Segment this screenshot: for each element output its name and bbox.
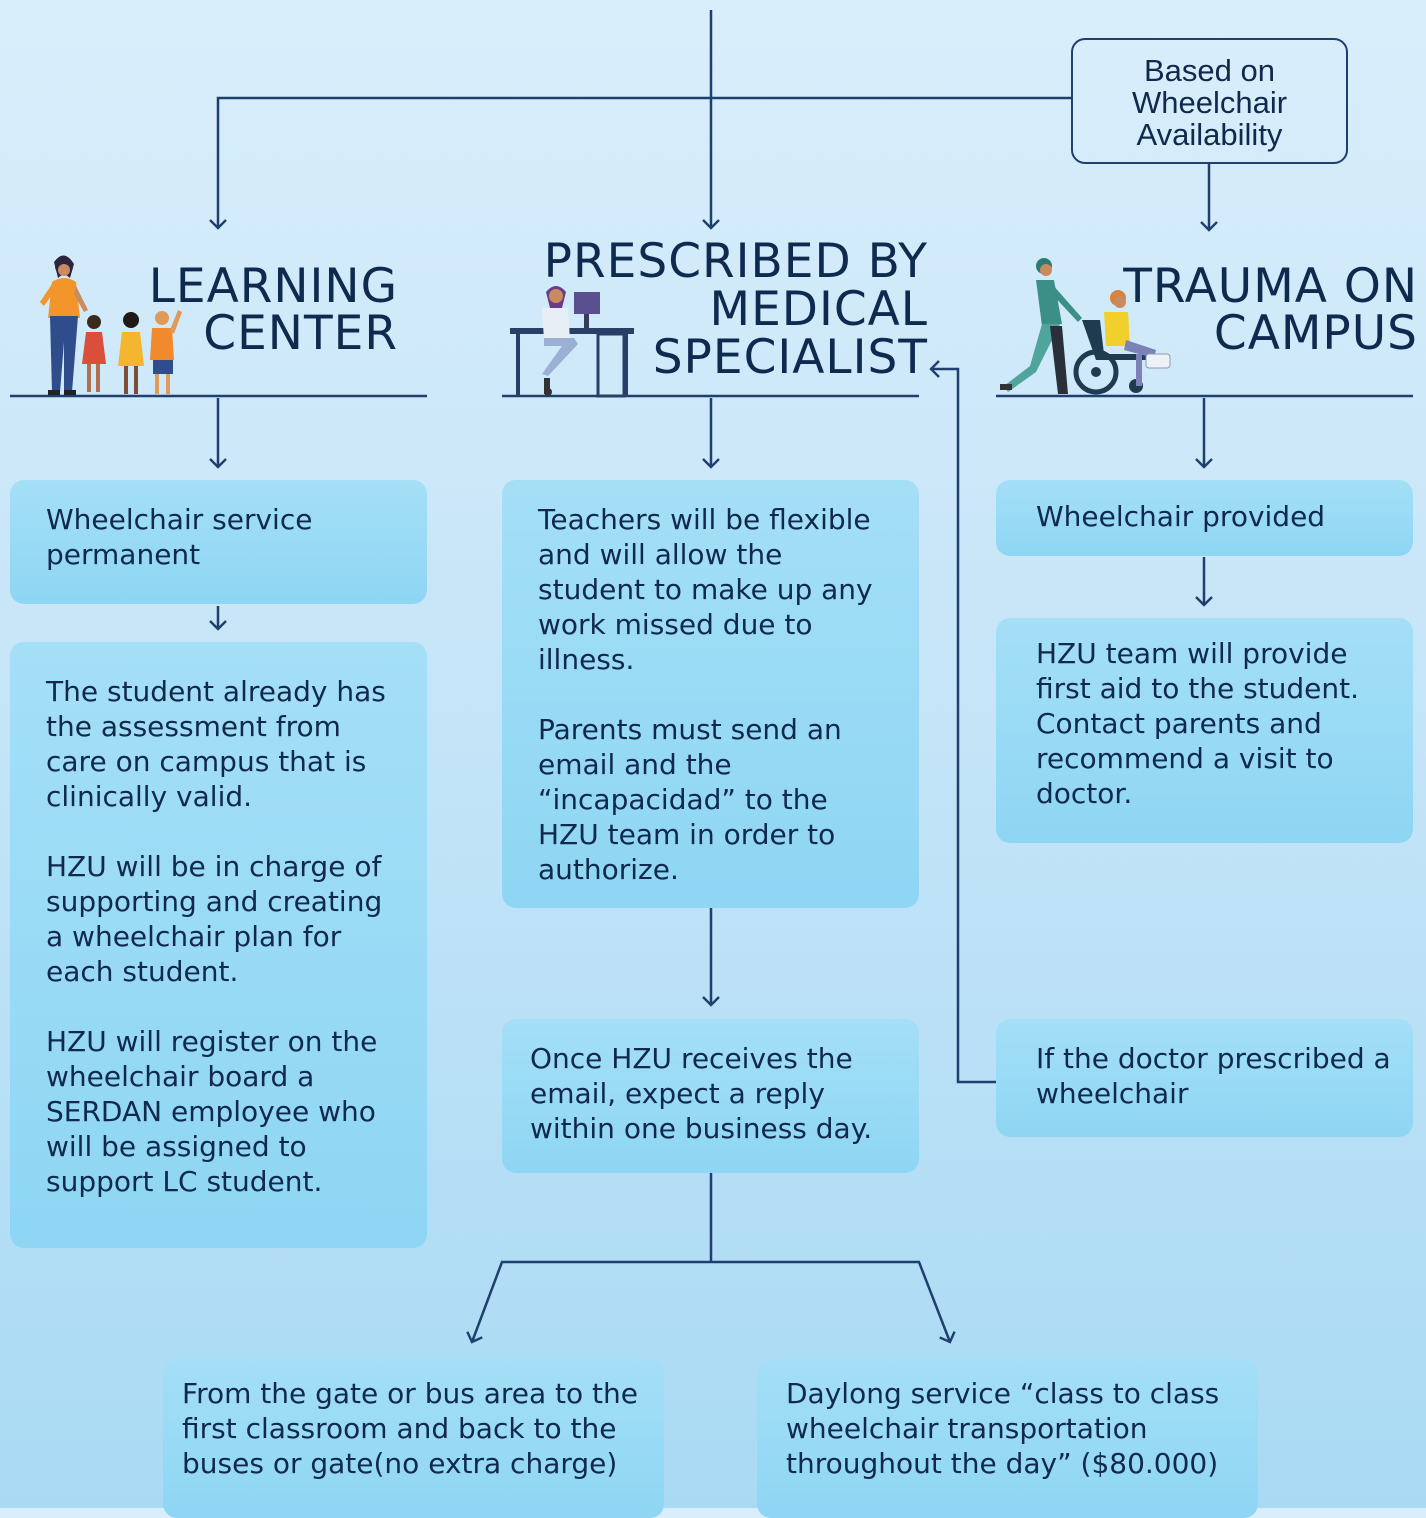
box-text: Daylong service “class to class wheelcha… bbox=[786, 1377, 1220, 1480]
box-text: HZU team will provide first aid to the s… bbox=[1036, 637, 1360, 810]
trauma-first-aid-box: HZU team will provide first aid to the s… bbox=[996, 618, 1413, 843]
label-line: Availability bbox=[1136, 117, 1283, 152]
heading-line: SPECIALIST bbox=[652, 330, 928, 385]
box-text: Parents must send an email and the “inca… bbox=[538, 713, 842, 886]
daylong-service-option-box: Daylong service “class to class wheelcha… bbox=[757, 1358, 1258, 1518]
lc-wheelchair-service-box: Wheelchair service permanent bbox=[10, 480, 427, 604]
box-text: Wheelchair provided bbox=[1036, 500, 1326, 533]
trauma-provided-box: Wheelchair provided bbox=[996, 480, 1413, 556]
heading-line: MEDICAL bbox=[709, 282, 928, 337]
prescribed-reply-box: Once HZU receives the email, expect a re… bbox=[502, 1019, 919, 1173]
nurse-pushing-wheelchair-illustration bbox=[1000, 258, 1171, 395]
heading-line: CENTER bbox=[203, 306, 398, 361]
box-text: HZU will be in charge of supporting and … bbox=[46, 850, 383, 988]
box-text: Teachers will be flexible and will allow… bbox=[538, 503, 873, 676]
lc-details-box: The student already has the assessment f… bbox=[10, 642, 427, 1248]
wheelchair-availability-label: Based on Wheelchair Availability bbox=[1071, 38, 1348, 164]
label-line: Based on bbox=[1144, 53, 1275, 88]
box-text: The student already has the assessment f… bbox=[46, 675, 386, 813]
prescribed-heading: PRESCRIBED BY MEDICAL SPECIALIST bbox=[480, 238, 928, 382]
prescribed-details-box: Teachers will be flexible and will allow… bbox=[502, 480, 919, 908]
heading-line: CAMPUS bbox=[1213, 306, 1418, 361]
label-line: Wheelchair bbox=[1131, 85, 1288, 120]
learning-center-heading: LEARNING CENTER bbox=[110, 263, 398, 357]
heading-line: PRESCRIBED BY bbox=[543, 234, 928, 289]
box-text: If the doctor prescribed a wheelchair bbox=[1036, 1042, 1391, 1110]
heading-line: LEARNING bbox=[148, 259, 398, 314]
trauma-doctor-box: If the doctor prescribed a wheelchair bbox=[996, 1019, 1413, 1137]
box-text: HZU will register on the wheelchair boar… bbox=[46, 1025, 378, 1198]
trauma-heading: TRAUMA ON CAMPUS bbox=[1060, 263, 1418, 357]
box-text: Once HZU receives the email, expect a re… bbox=[530, 1042, 873, 1145]
heading-line: TRAUMA ON bbox=[1123, 259, 1418, 314]
box-text: Wheelchair service permanent bbox=[46, 503, 313, 571]
doctor-at-desk-illustration bbox=[510, 286, 634, 398]
no-extra-charge-option-box: From the gate or bus area to the first c… bbox=[163, 1358, 664, 1518]
family-illustration bbox=[40, 255, 182, 395]
box-text: From the gate or bus area to the first c… bbox=[182, 1377, 639, 1480]
